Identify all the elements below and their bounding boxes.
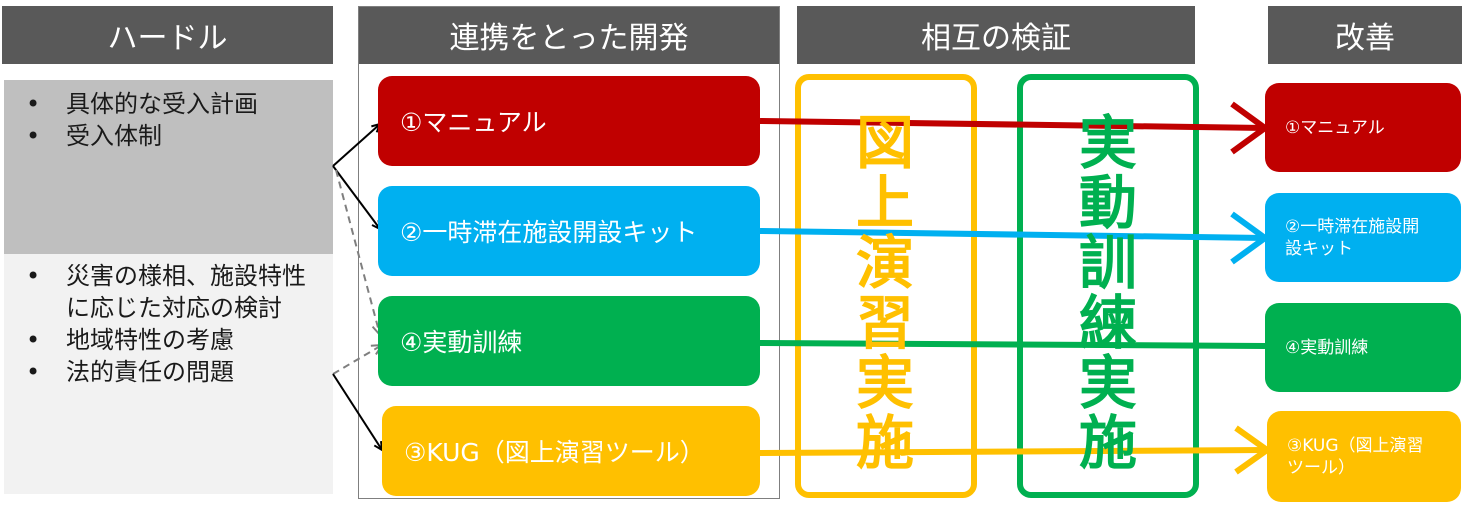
improve-item-kug: ③KUG（図上演習ツール）	[1267, 411, 1461, 502]
tabletop-exercise-box	[795, 74, 977, 498]
hurdle-item: 受入体制	[4, 120, 333, 152]
hurdle-item: 具体的な受入計画	[4, 88, 333, 120]
improve-item-label: ①マニュアル	[1285, 117, 1385, 138]
header-hurdle: ハードル	[2, 6, 333, 64]
flow-line-drill	[759, 340, 1266, 349]
dev-item-label: ②一時滞在施設開設キット	[400, 218, 698, 247]
dev-item-kug: ③KUG（図上演習ツール）	[382, 406, 760, 496]
flow-line-kit	[759, 228, 1266, 241]
hurdle-box-top: 具体的な受入計画 受入体制	[4, 80, 333, 254]
improve-item-label: ③KUG（図上演習ツール）	[1287, 435, 1424, 478]
connector-arrow	[335, 169, 380, 335]
dev-item-manual: ①マニュアル	[378, 76, 760, 166]
dev-item-label: ③KUG（図上演習ツール）	[404, 438, 705, 467]
hurdle-item: 災害の様相、施設特性に応じた対応の検討	[4, 260, 313, 324]
flow-line-kug	[759, 447, 1268, 456]
connector-arrow	[332, 373, 382, 450]
improve-item-drill: ④実動訓練	[1265, 303, 1461, 392]
connector-arrow	[332, 345, 382, 375]
field-drill-box	[1017, 74, 1199, 498]
header-improvement: 改善	[1268, 6, 1462, 64]
tabletop-exercise-label: 図上演習実施	[846, 112, 914, 472]
field-drill-label: 実動訓練実施	[1069, 112, 1137, 472]
header-mutual-verification: 相互の検証	[797, 6, 1195, 64]
hurdle-item: 地域特性の考慮	[4, 324, 313, 356]
flow-line-manual	[759, 118, 1266, 131]
connector-arrow	[332, 124, 380, 167]
hurdle-item: 法的責任の問題	[4, 356, 313, 388]
dev-item-kit: ②一時滞在施設開設キット	[378, 186, 760, 276]
connector-arrow	[332, 165, 380, 229]
improve-item-kit: ②一時滞在施設開設キット	[1265, 193, 1461, 282]
dev-item-label: ①マニュアル	[400, 108, 547, 137]
improve-item-manual: ①マニュアル	[1265, 83, 1461, 172]
improve-item-label: ④実動訓練	[1285, 337, 1369, 358]
improve-item-label: ②一時滞在施設開設キット	[1285, 216, 1420, 259]
header-collaborative-development: 連携をとった開発	[358, 6, 780, 64]
hurdle-box-bottom: 災害の様相、施設特性に応じた対応の検討 地域特性の考慮 法的責任の問題	[4, 254, 333, 494]
dev-item-label: ④実動訓練	[400, 328, 523, 357]
dev-item-drill: ④実動訓練	[378, 296, 760, 386]
